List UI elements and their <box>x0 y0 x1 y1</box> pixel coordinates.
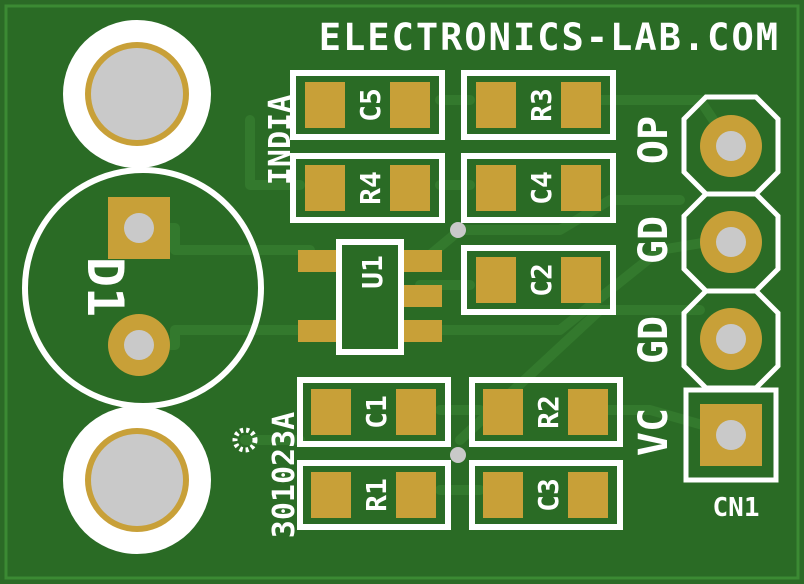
resistor-r2: R2 <box>469 377 623 447</box>
mounting-hole-top <box>63 20 211 168</box>
connector-cn1: CN1 <box>681 94 781 523</box>
connector-cn1-label: CN1 <box>713 493 760 523</box>
part-number-label: 301023A <box>267 412 302 538</box>
connector-pin-label-vc: VC <box>631 408 677 456</box>
connector-pin-label-op: OP <box>631 116 677 164</box>
connector-pin-label-gd1: GD <box>631 216 677 264</box>
capacitor-c5-label: C5 <box>354 88 387 122</box>
ic-u1-label: U1 <box>356 255 389 289</box>
resistor-r1: R1 <box>297 460 451 530</box>
diode-d1: D1 <box>22 167 264 409</box>
capacitor-c4-label: C4 <box>525 171 558 205</box>
resistor-r3-label: R3 <box>525 88 558 122</box>
brand-label: ELECTRONICS-LAB.COM <box>319 16 780 59</box>
resistor-r3: R3 <box>461 70 616 140</box>
ic-u1: U1 <box>298 239 442 355</box>
diode-d1-label: D1 <box>76 257 134 317</box>
mounting-hole-bottom <box>63 406 211 554</box>
capacitor-c2-label: C2 <box>525 263 558 297</box>
capacitor-c1-label: C1 <box>360 395 393 429</box>
capacitor-c2: C2 <box>461 245 616 315</box>
test-point <box>232 427 258 453</box>
capacitor-c3: C3 <box>469 460 623 530</box>
capacitor-c4: C4 <box>461 153 616 223</box>
resistor-r4-label: R4 <box>354 171 387 205</box>
resistor-r1-label: R1 <box>360 478 393 512</box>
via <box>450 222 466 238</box>
resistor-r4: R4 <box>290 153 445 223</box>
capacitor-c1: C1 <box>297 377 451 447</box>
resistor-r2-label: R2 <box>532 395 565 429</box>
connector-pin-label-gd2: GD <box>631 316 677 364</box>
capacitor-c3-label: C3 <box>532 478 565 512</box>
via <box>450 447 466 463</box>
capacitor-c5: C5 <box>290 70 445 140</box>
